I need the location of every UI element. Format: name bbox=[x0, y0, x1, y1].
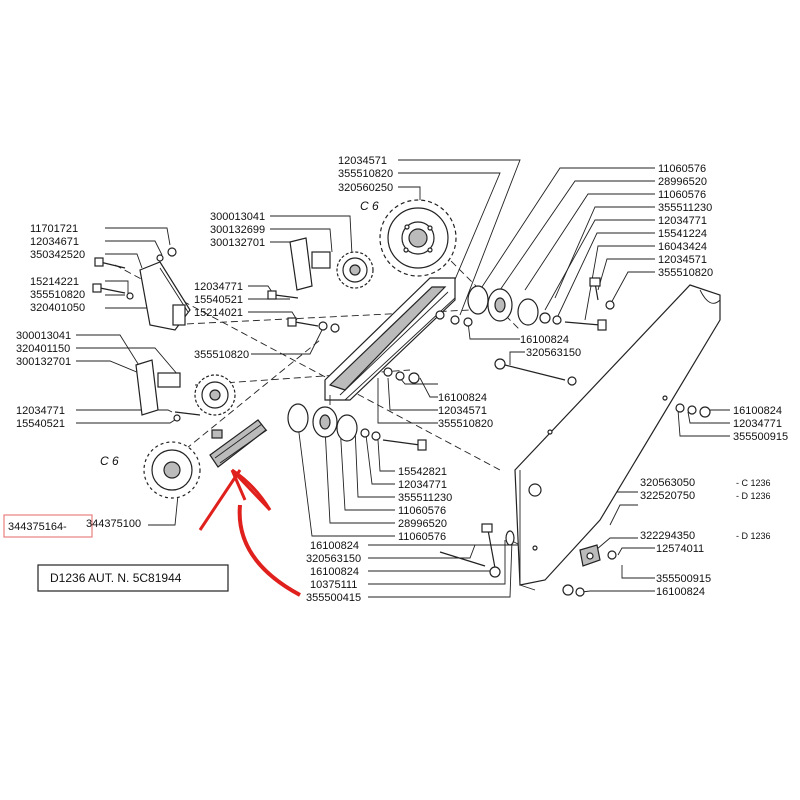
part-labels: 11701721 12034671 350342520 15214221 355… bbox=[8, 155, 788, 604]
lower-sprocket bbox=[143, 441, 201, 499]
part-label: 355500915 bbox=[656, 573, 711, 585]
chain bbox=[209, 419, 268, 468]
part-label: 12574011 bbox=[656, 543, 704, 555]
part-label: 16100824 bbox=[520, 334, 569, 346]
part-label: 322294350 bbox=[640, 530, 695, 542]
part-label: 11060576 bbox=[398, 505, 446, 517]
part-label: 344375164- bbox=[8, 521, 67, 533]
part-label: 12034571 bbox=[338, 155, 387, 167]
part-label: 16043424 bbox=[658, 241, 707, 253]
title-block: D1236 AUT. N. 5C81944 bbox=[37, 564, 229, 592]
part-label: 12034571 bbox=[438, 405, 487, 417]
part-label: 12034771 bbox=[398, 479, 447, 491]
title-block-text: D1236 AUT. N. 5C81944 bbox=[50, 571, 182, 585]
part-label: 16100824 bbox=[310, 540, 359, 552]
section-mark-lower: C 6 bbox=[100, 454, 119, 468]
part-label: 320401150 bbox=[16, 343, 70, 355]
part-label: 355510820 bbox=[658, 267, 713, 279]
part-label: 355511230 bbox=[658, 202, 712, 214]
part-label: 28996520 bbox=[398, 518, 447, 530]
part-label: 11060576 bbox=[658, 163, 706, 175]
part-label: 11060576 bbox=[658, 189, 706, 201]
part-label: 11701721 bbox=[30, 223, 78, 235]
guide-rail bbox=[324, 277, 456, 405]
part-label: 355500415 bbox=[306, 592, 361, 604]
upper-large-sprocket bbox=[379, 199, 457, 277]
part-label: 15540521 bbox=[16, 418, 65, 430]
part-label: 15542821 bbox=[398, 466, 447, 478]
part-label: - D 1236 bbox=[736, 531, 771, 541]
part-label: 355510820 bbox=[30, 289, 85, 301]
part-label: 15214221 bbox=[30, 276, 79, 288]
part-label: 12034571 bbox=[658, 254, 707, 266]
part-label: 12034771 bbox=[194, 281, 243, 293]
part-label: 12034771 bbox=[733, 418, 782, 430]
middle-sprocket bbox=[135, 359, 236, 416]
part-label: 12034771 bbox=[16, 405, 65, 417]
side-plate bbox=[514, 284, 721, 591]
upper-small-sprocket bbox=[289, 237, 374, 291]
red-annotations bbox=[3, 468, 301, 597]
part-label: 344375100 bbox=[86, 518, 141, 530]
part-label: 300013041 bbox=[210, 211, 265, 223]
part-label: - D 1236 bbox=[736, 491, 771, 501]
part-label: 10375111 bbox=[310, 579, 357, 591]
part-label: 320563150 bbox=[306, 553, 361, 565]
leader-lines bbox=[76, 159, 730, 598]
part-label: 320563150 bbox=[526, 347, 581, 359]
part-label: 355511230 bbox=[398, 492, 452, 504]
part-label: 300132701 bbox=[16, 356, 71, 368]
part-label: 300132699 bbox=[210, 224, 265, 236]
part-label: 15214021 bbox=[194, 307, 243, 319]
part-label: 320563050 bbox=[640, 477, 695, 489]
part-label: 320560250 bbox=[338, 182, 393, 194]
part-label: 355510820 bbox=[194, 349, 249, 361]
part-label: 16100824 bbox=[438, 392, 487, 404]
part-label: 12034771 bbox=[658, 215, 707, 227]
part-label: 355510820 bbox=[338, 168, 393, 180]
part-label: 320401050 bbox=[30, 302, 85, 314]
part-label: 15541224 bbox=[658, 228, 707, 240]
tension-arm bbox=[139, 247, 191, 331]
part-label: - C 1236 bbox=[736, 478, 771, 488]
part-label: 300013041 bbox=[16, 330, 71, 342]
part-label: 11060576 bbox=[398, 531, 446, 543]
part-label: 16100824 bbox=[310, 566, 359, 578]
part-label: 355510820 bbox=[438, 418, 493, 430]
hardware bbox=[92, 257, 711, 597]
section-mark-upper: C 6 bbox=[360, 199, 379, 213]
part-label: 15540521 bbox=[194, 294, 243, 306]
part-label: 28996520 bbox=[658, 176, 707, 188]
part-label: 350342520 bbox=[30, 249, 85, 261]
part-label: 322520750 bbox=[640, 490, 695, 502]
part-label: 355500915 bbox=[733, 431, 788, 443]
part-label: 16100824 bbox=[733, 405, 782, 417]
part-label: 300132701 bbox=[210, 237, 265, 249]
part-label: 16100824 bbox=[656, 586, 705, 598]
part-label: 12034671 bbox=[30, 236, 79, 248]
